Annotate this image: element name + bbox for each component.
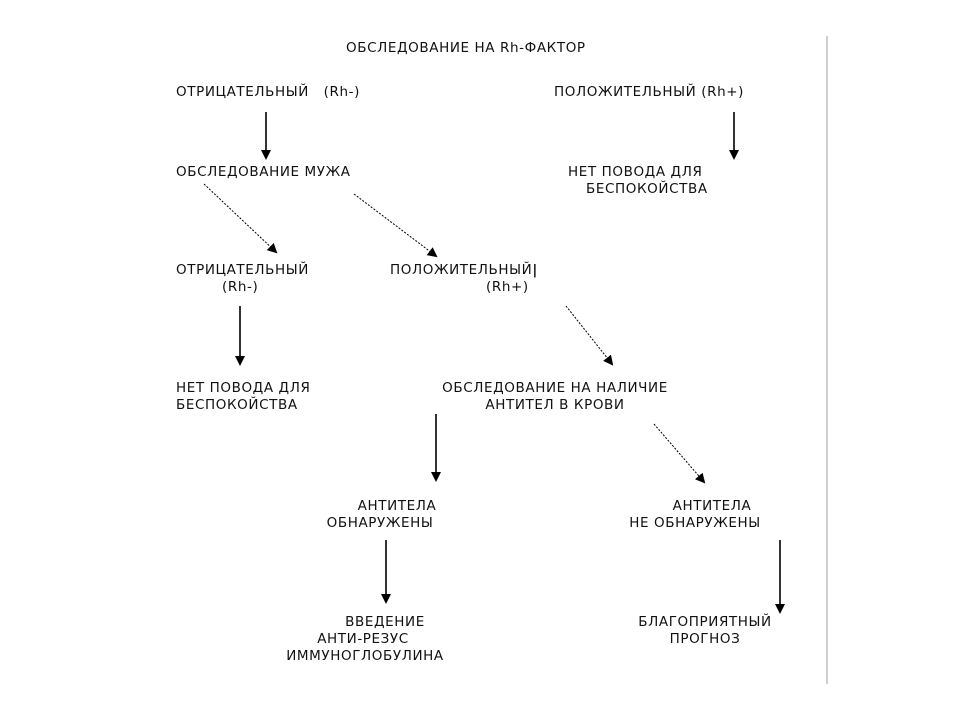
node-prognosis: БЛАГОПРИЯТНЫЙ ПРОГНОЗ xyxy=(620,614,790,648)
node-antibody-test-line1: ОБСЛЕДОВАНИЕ НА НАЛИЧИЕ xyxy=(442,380,668,396)
node-negative-code: (Rh-) xyxy=(323,84,361,100)
node-treatment-line1: ВВЕДЕНИЕ xyxy=(345,614,425,630)
diagram-title: ОБСЛЕДОВАНИЕ НА Rh-ФАКТОР xyxy=(346,40,586,56)
node-no-worry-2-line1: НЕТ ПОВОДА ДЛЯ xyxy=(176,380,311,396)
node-husband-negative-label: ОТРИЦАТЕЛЬНЫЙ xyxy=(176,262,309,278)
node-no-worry-2-line2: БЕСПОКОЙСТВА xyxy=(176,397,298,413)
node-husband-positive: ПОЛОЖИТЕЛЬНЫЙ| (Rh+) xyxy=(390,262,538,296)
node-husband-positive-label: ПОЛОЖИТЕЛЬНЫЙ xyxy=(390,262,533,278)
right-border-line xyxy=(826,36,828,684)
node-no-worry-1: НЕТ ПОВОДА ДЛЯ БЕСПОКОЙСТВА xyxy=(568,164,708,198)
node-antibodies-found-line2: ОБНАРУЖЕНЫ xyxy=(326,515,434,531)
node-antibodies-found: АНТИТЕЛА ОБНАРУЖЕНЫ xyxy=(300,498,460,532)
arrow-husband-test-to-positive xyxy=(353,193,438,258)
node-prognosis-line2: ПРОГНОЗ xyxy=(669,631,741,647)
node-antibody-test-line2: АНТИТЕЛ В КРОВИ xyxy=(485,397,625,413)
arrow-husband-positive-to-antibody-test xyxy=(565,305,614,366)
node-treatment: ВВЕДЕНИЕ АНТИ-РЕЗУС ИММУНОГЛОБУЛИНА xyxy=(270,614,460,665)
node-antibodies-not-found: АНТИТЕЛА НЕ ОБНАРУЖЕНЫ xyxy=(610,498,780,532)
node-no-worry-1-line1: НЕТ ПОВОДА ДЛЯ xyxy=(568,164,703,180)
node-husband-test: ОБСЛЕДОВАНИЕ МУЖА xyxy=(176,164,351,180)
node-negative-label: ОТРИЦАТЕЛЬНЫЙ xyxy=(176,84,309,100)
node-antibody-test: ОБСЛЕДОВАНИЕ НА НАЛИЧИЕ АНТИТЕЛ В КРОВИ xyxy=(420,380,690,414)
node-treatment-line2: АНТИ-РЕЗУС xyxy=(317,631,409,647)
node-negative: ОТРИЦАТЕЛЬНЫЙ (Rh-) xyxy=(176,84,360,101)
node-antibodies-not-found-line1: АНТИТЕЛА xyxy=(672,498,752,514)
node-husband-positive-code: (Rh+) xyxy=(486,279,529,295)
node-antibodies-not-found-line2: НЕ ОБНАРУЖЕНЫ xyxy=(629,515,761,531)
node-treatment-line3: ИММУНОГЛОБУЛИНА xyxy=(286,648,444,664)
node-husband-negative: ОТРИЦАТЕЛЬНЫЙ (Rh-) xyxy=(176,262,309,296)
node-antibodies-found-line1: АНТИТЕЛА xyxy=(357,498,437,514)
node-positive-label: ПОЛОЖИТЕЛЬНЫЙ xyxy=(554,84,697,100)
node-positive-code: (Rh+) xyxy=(701,84,745,100)
node-prognosis-line1: БЛАГОПРИЯТНЫЙ xyxy=(638,614,772,630)
node-positive: ПОЛОЖИТЕЛЬНЫЙ (Rh+) xyxy=(554,84,744,101)
arrow-antibody-test-to-not-found xyxy=(653,423,706,484)
arrow-husband-test-to-negative xyxy=(203,183,278,254)
node-no-worry-2: НЕТ ПОВОДА ДЛЯ БЕСПОКОЙСТВА xyxy=(176,380,310,414)
cursor-mark: | xyxy=(532,262,538,278)
node-no-worry-1-line2: БЕСПОКОЙСТВА xyxy=(586,181,708,197)
node-husband-negative-code: (Rh-) xyxy=(222,279,259,295)
